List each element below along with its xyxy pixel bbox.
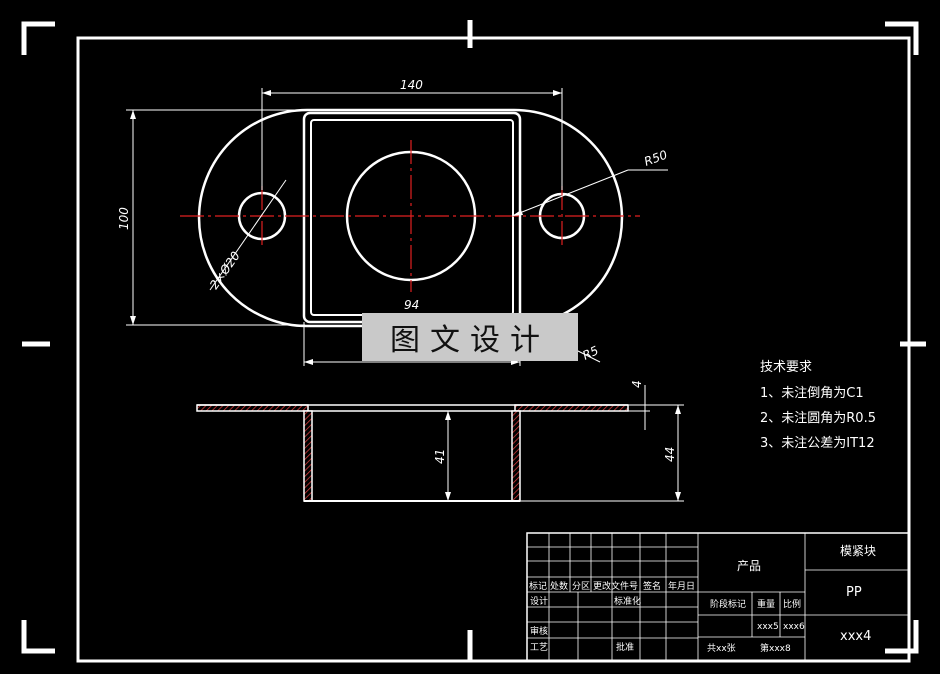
col-sign: 签名 — [643, 580, 661, 592]
dim-100 — [126, 109, 305, 326]
dim-holes — [209, 179, 287, 291]
inner-cup-wall — [310, 119, 514, 316]
col-mark: 标记 — [529, 580, 547, 592]
tech-requirements: 技术要求 1、未注倒角为C1 2、未注圆角为R0.5 3、未注公差为IT12 — [760, 360, 876, 451]
dim-140-label: 140 — [400, 78, 423, 92]
dim-94-label: 94 — [404, 298, 419, 312]
flange-left — [196, 404, 309, 412]
watermark-text: 图文设计 — [390, 323, 550, 358]
center-lines — [180, 140, 640, 292]
tech-item-3: 3、未注公差为IT12 — [760, 436, 875, 451]
sheet-corner-marks — [21, 20, 926, 660]
col-zone: 分区 — [572, 581, 590, 592]
tech-title: 技术要求 — [760, 360, 812, 375]
col-change-doc: 更改文件号 — [593, 580, 638, 592]
title-block-text: 标记 处数 分区 更改文件号 签名 年月日 设计 标准化 审核 工艺 批准 产品… — [529, 544, 876, 654]
title-block — [526, 532, 910, 662]
tech-item-1: 1、未注倒角为C1 — [760, 386, 864, 401]
material: PP — [846, 585, 862, 600]
dim-r50 — [511, 169, 668, 217]
col-date: 年月日 — [668, 580, 695, 592]
tech-item-2: 2、未注圆角为R0.5 — [760, 411, 876, 426]
drawing-no: xxx4 — [840, 629, 871, 644]
row-process: 工艺 — [530, 642, 548, 653]
dim-section — [445, 385, 684, 502]
wall-right — [511, 410, 521, 502]
dim-4-label: 4 — [630, 380, 644, 388]
sheets: 共xx张 — [707, 643, 736, 654]
scale-val: xxx6 — [783, 622, 805, 632]
wall-left — [303, 410, 313, 502]
dim-r50-label: R50 — [642, 147, 669, 168]
dim-r5-label: R5 — [580, 343, 600, 362]
inner-cup-outline — [302, 111, 522, 324]
dim-41-label: 41 — [433, 449, 447, 464]
weight: 重量 — [757, 598, 775, 610]
stage-mark: 阶段标记 — [710, 598, 746, 610]
col-count: 处数 — [550, 580, 568, 592]
watermark: 图文设计 — [362, 313, 578, 361]
row-approve: 批准 — [616, 641, 634, 653]
flange-right — [514, 404, 629, 412]
row-review: 审核 — [530, 625, 548, 637]
product-label: 产品 — [737, 559, 761, 573]
weight-val: xxx5 — [757, 622, 779, 632]
dim-100-label: 100 — [117, 207, 131, 230]
part-name: 模紧块 — [840, 544, 876, 558]
section-view: 41 44 4 — [196, 380, 684, 502]
dim-44-label: 44 — [663, 447, 677, 462]
drawing-frame — [76, 36, 911, 663]
row-standard: 标准化 — [614, 595, 641, 607]
sheet-no: 第xxx8 — [760, 642, 791, 654]
scale: 比例 — [783, 598, 801, 610]
dim-140 — [261, 88, 563, 190]
row-design: 设计 — [530, 595, 548, 607]
